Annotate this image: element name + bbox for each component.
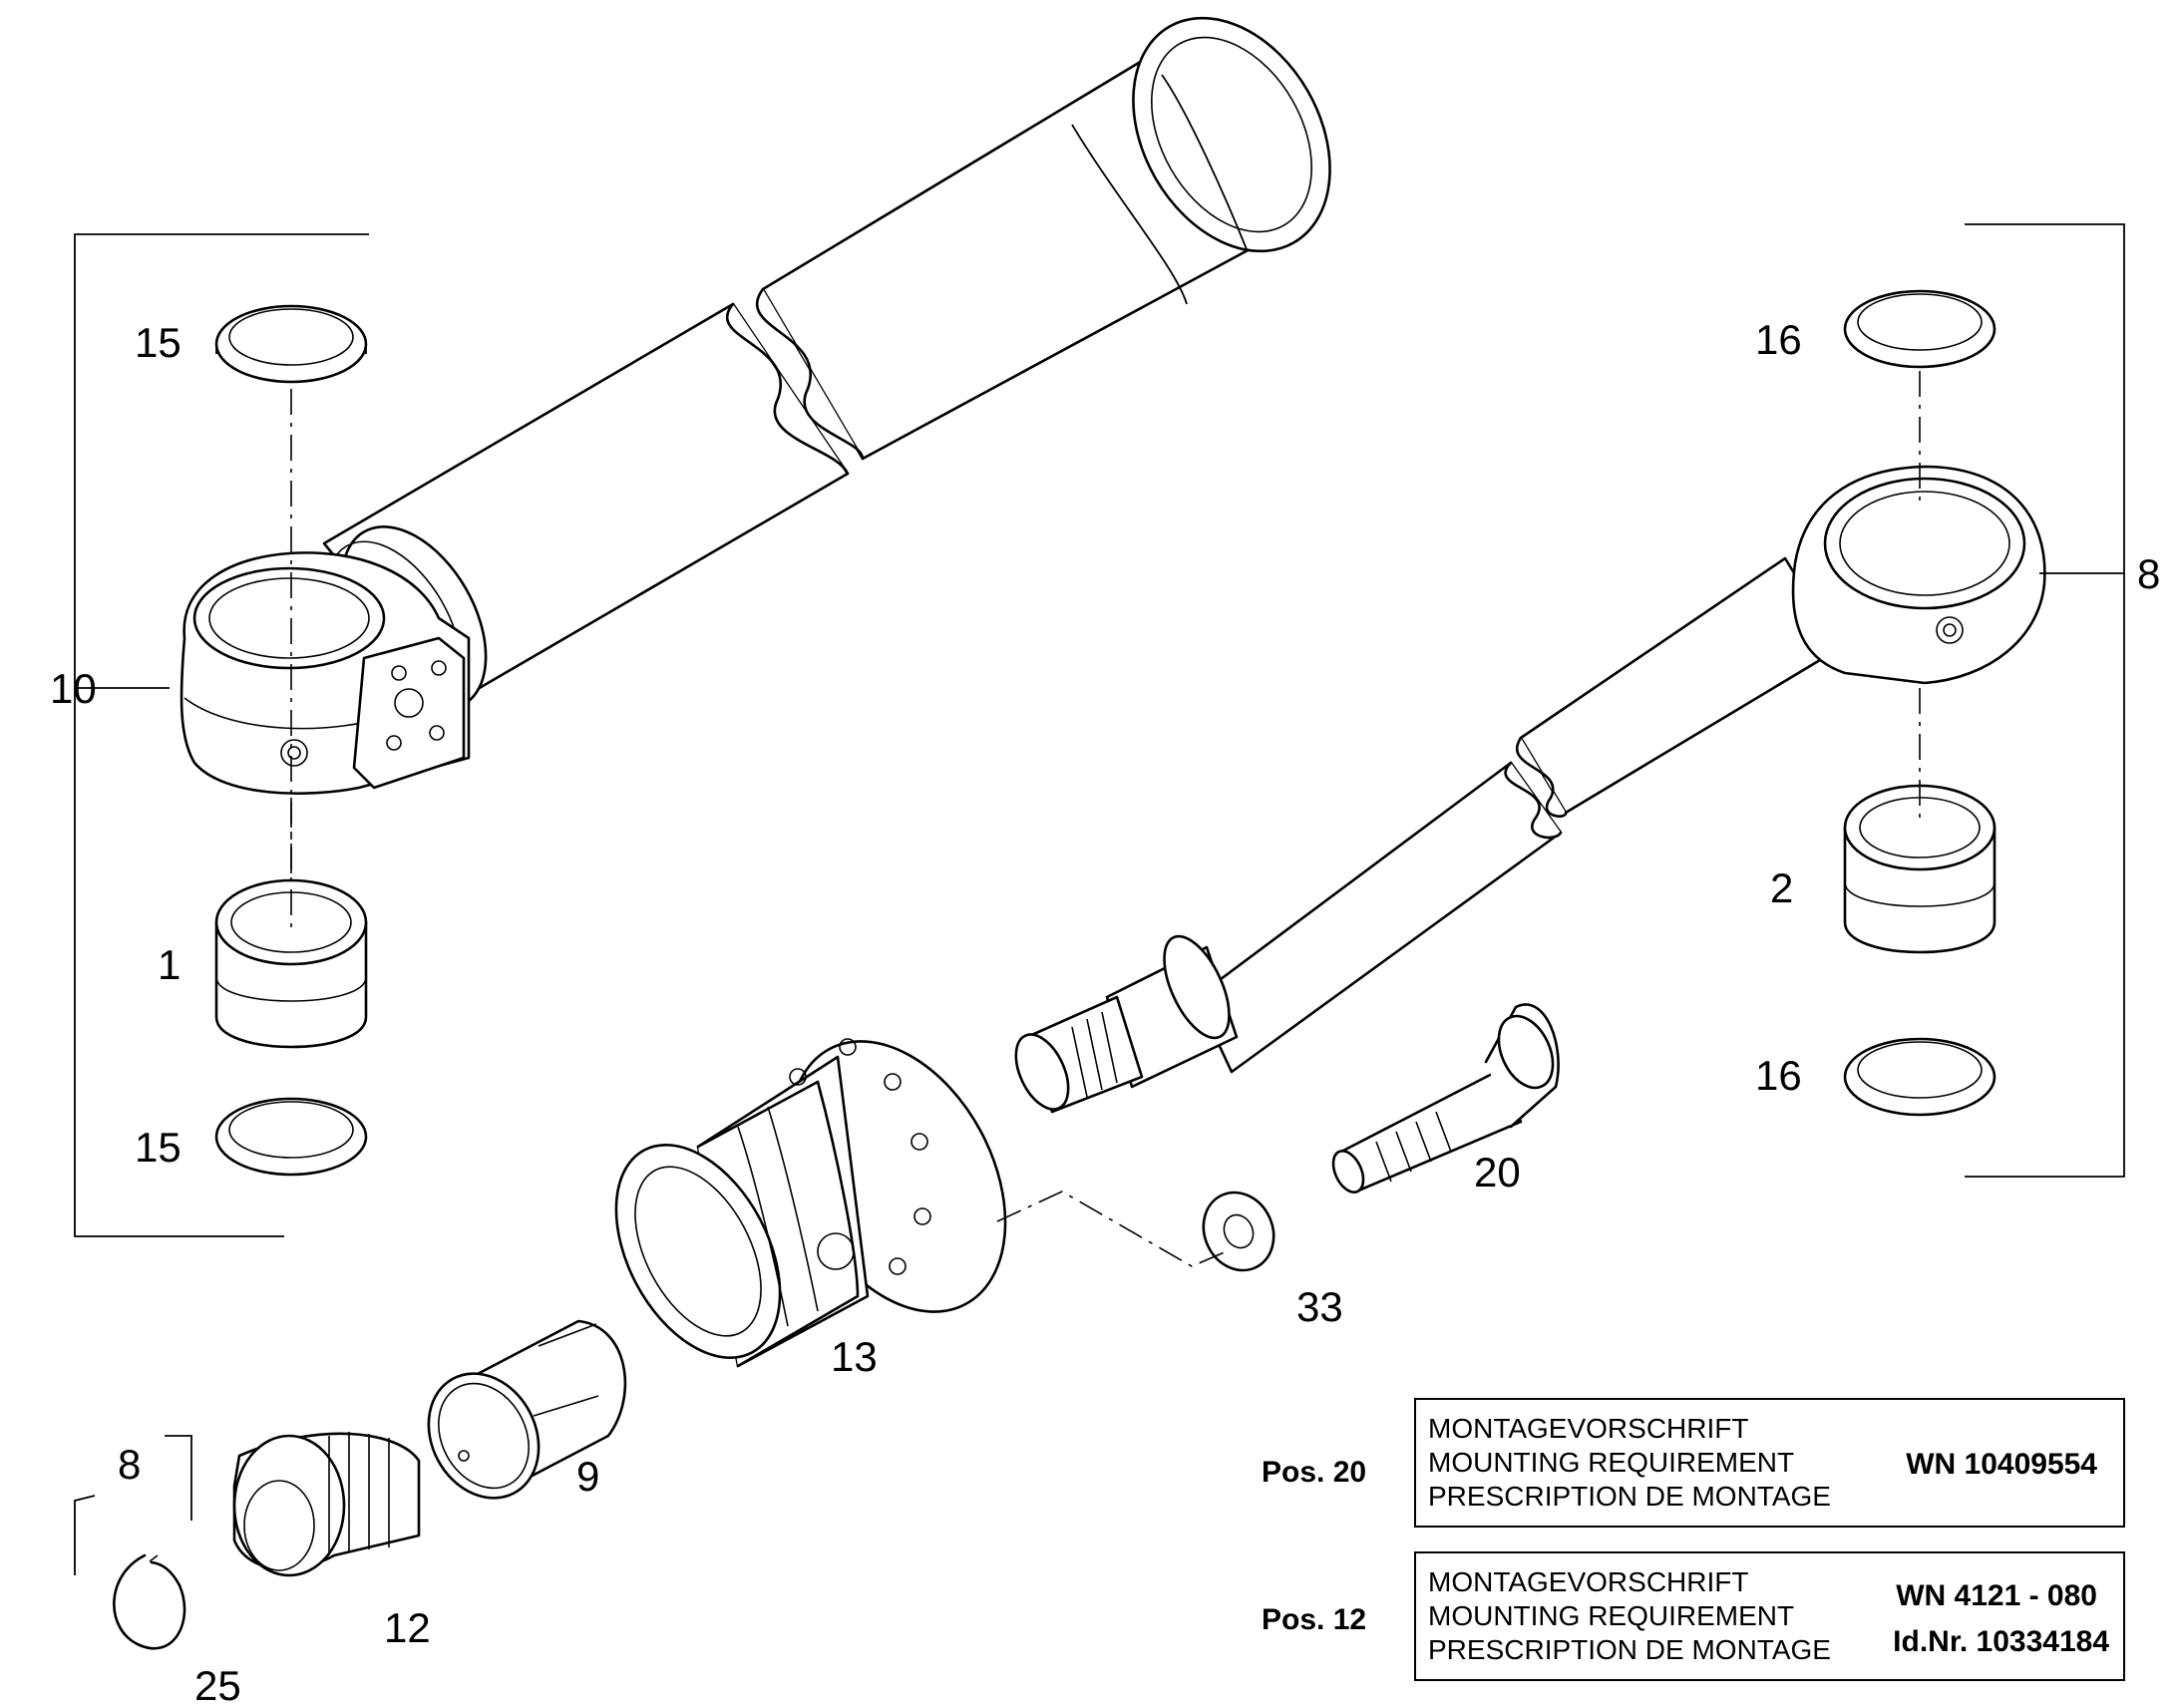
center-lines [290, 371, 1921, 1267]
piston-rod [1014, 465, 2046, 1114]
callout-8-left: 8 [118, 1441, 141, 1488]
note-pos-label: Pos. 12 [1262, 1603, 1367, 1636]
mounting-requirement-box: MONTAGEVORSCHRIFT MOUNTING REQUIREMENT P… [1414, 1398, 2125, 1528]
callout-13: 13 [831, 1333, 878, 1380]
callout-15-bottom: 15 [135, 1124, 182, 1171]
piston-13 [614, 1038, 1007, 1368]
callout-16-bottom: 16 [1755, 1052, 1802, 1099]
id-number: Id.Nr. 10334184 [1893, 1625, 2109, 1658]
callout-25: 25 [194, 1662, 241, 1708]
circlip-25 [113, 1553, 186, 1650]
callout-10: 10 [50, 665, 97, 712]
callout-20: 20 [1474, 1149, 1521, 1196]
sleeve-9 [427, 1319, 627, 1500]
standard-reference: WN 10409554 [1906, 1448, 2097, 1481]
ring-15-bottom [214, 1097, 368, 1177]
callout-labels: 15 10 1 15 16 8 2 16 20 33 13 9 8 12 25 [50, 316, 2160, 1708]
callout-33: 33 [1296, 1283, 1343, 1330]
bushing-1 [214, 878, 368, 1049]
note-line: MOUNTING REQUIREMENT [1428, 1447, 1795, 1478]
mounting-requirement-box: MONTAGEVORSCHRIFT MOUNTING REQUIREMENT P… [1414, 1551, 2125, 1681]
nut-12 [232, 1432, 421, 1577]
ring-15-top [214, 304, 368, 384]
ring-16-bottom [1843, 1037, 1997, 1117]
note-line: MOUNTING REQUIREMENT [1428, 1600, 1795, 1631]
brackets [74, 223, 2125, 1575]
washer-33 [1202, 1191, 1275, 1272]
callout-1: 1 [158, 941, 181, 988]
screw-20 [1331, 1003, 1560, 1194]
callout-16-top: 16 [1755, 316, 1802, 363]
note-line: PRESCRIPTION DE MONTAGE [1428, 1481, 1831, 1512]
standard-reference: WN 4121 - 080 [1896, 1579, 2097, 1612]
callout-8-right: 8 [2137, 550, 2160, 597]
note-line: MONTAGEVORSCHRIFT [1428, 1566, 1749, 1597]
ring-16-top [1843, 289, 1997, 369]
callout-15-top: 15 [135, 319, 182, 366]
note-pos-label: Pos. 20 [1262, 1456, 1367, 1489]
callout-2: 2 [1770, 864, 1793, 911]
callout-9: 9 [576, 1453, 599, 1500]
note-line: PRESCRIPTION DE MONTAGE [1428, 1634, 1831, 1665]
cylinder-tube [180, 16, 1331, 796]
bushing-2 [1843, 784, 1997, 954]
note-line: MONTAGEVORSCHRIFT [1428, 1413, 1749, 1444]
callout-12: 12 [384, 1604, 431, 1651]
